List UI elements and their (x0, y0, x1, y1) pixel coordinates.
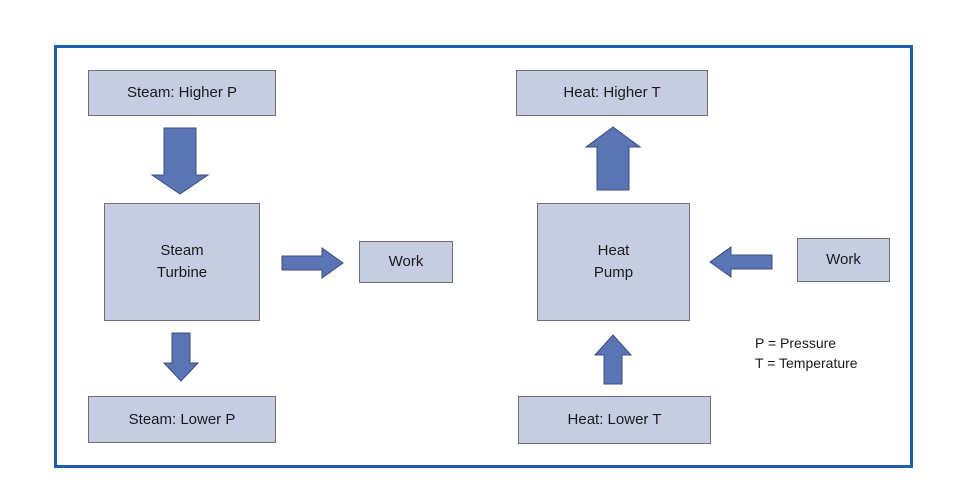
diagram-frame (54, 45, 913, 468)
arrow-left-into-heat-pump (709, 246, 773, 278)
legend-pressure: P = Pressure (755, 335, 837, 351)
steam-turbine-box: Steam Turbine (104, 203, 260, 321)
legend-temperature: T = Temperature (755, 355, 858, 371)
arrow-up-from-heat-pump (584, 126, 642, 191)
heat-lower-t-box: Heat: Lower T (518, 396, 711, 444)
steam-lower-p-box: Steam: Lower P (88, 396, 276, 443)
heat-pump-box: Heat Pump (537, 203, 690, 321)
arrow-down-from-turbine (162, 332, 200, 382)
heat-higher-t-box: Heat: Higher T (516, 70, 708, 116)
heat-pump-work-box: Work (797, 238, 890, 282)
steam-higher-p-box: Steam: Higher P (88, 70, 276, 116)
arrow-right-to-work (281, 247, 344, 279)
arrow-up-into-heat-pump (593, 334, 633, 385)
legend: P = Pressure T = Temperature (755, 333, 858, 373)
turbine-work-box: Work (359, 241, 453, 283)
arrow-down-into-turbine (150, 127, 210, 195)
